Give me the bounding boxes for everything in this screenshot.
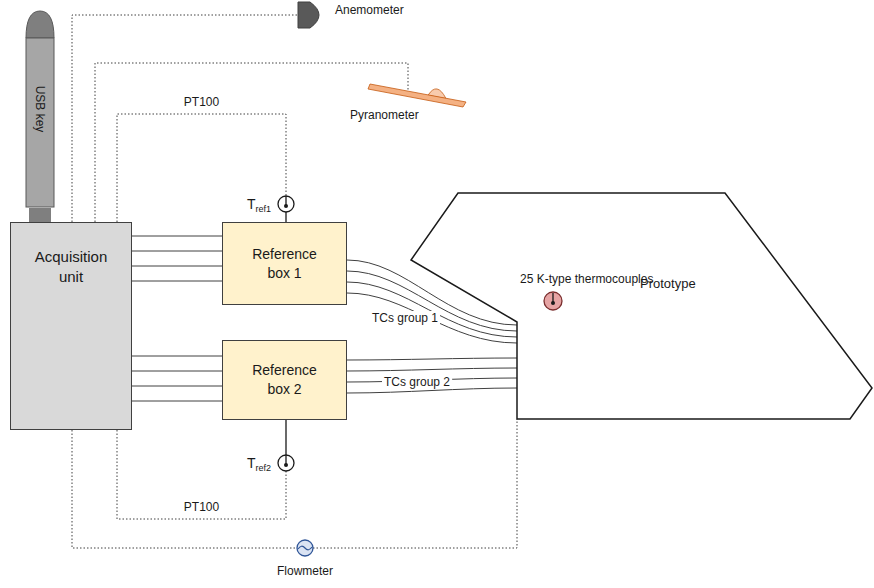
usb-key: USB key <box>25 10 55 208</box>
reference-temperature-sensor-text: T <box>247 455 256 471</box>
connector-line <box>132 386 222 387</box>
reference-box-text: Reference box 1 <box>245 245 325 283</box>
connector-line <box>347 358 517 360</box>
anemometer-text: Anemometer <box>335 3 404 17</box>
reference-box: Reference box 1 <box>222 222 347 305</box>
acquisition-unit: Acquisition unit <box>10 222 132 430</box>
connector-line <box>132 236 222 237</box>
edge-label: PT100 <box>182 500 221 514</box>
connector-line <box>117 114 286 222</box>
connector-line <box>132 281 222 282</box>
edge-label: TCs group 2 <box>382 375 452 389</box>
reference-box-text: Reference box 2 <box>245 361 325 399</box>
reference-temperature-sensor: Tref2 <box>221 453 296 473</box>
connector-line <box>132 251 222 252</box>
connector-line <box>132 371 222 372</box>
signal-cable <box>117 114 286 222</box>
wire-connector <box>40 208 41 222</box>
reference-temperature-sensor-text: T <box>247 196 256 212</box>
wire-connector <box>286 212 287 222</box>
usb-key-text: USB key <box>33 86 47 133</box>
prototype-housing-graphic <box>410 192 874 420</box>
connector-line <box>132 356 222 357</box>
edge-label: PT100 <box>182 95 221 109</box>
signal-cable <box>313 419 517 548</box>
connector-line <box>285 212 286 222</box>
connector-line <box>132 401 222 402</box>
wire-connector <box>132 356 222 401</box>
connector-line <box>29 208 51 222</box>
prototype-housing: Prototype25 K-type thermocouples <box>410 192 874 420</box>
wire-connector <box>347 358 517 393</box>
signal-cable <box>117 430 286 519</box>
connector-line <box>72 15 297 222</box>
connector-line <box>117 430 286 519</box>
reference-temperature-sensor-text: ref2 <box>255 463 271 473</box>
signal-cable <box>72 15 297 222</box>
connector-line <box>313 419 517 548</box>
anemometer-graphic <box>297 0 329 30</box>
connector-line <box>285 420 286 455</box>
signal-cable <box>95 63 408 222</box>
thermocouple-symbol: 25 K-type thermocouples <box>520 272 680 320</box>
connector-line <box>95 63 408 222</box>
edge-label: TCs group 1 <box>370 311 440 325</box>
reference-temperature-sensor-text: ref1 <box>255 204 271 214</box>
wire-connector <box>132 236 222 281</box>
reference-temperature-sensor-graphic <box>276 453 296 473</box>
connector-line <box>72 430 297 548</box>
signal-cable <box>72 430 297 548</box>
pyranometer: Pyranometer <box>350 78 468 130</box>
anemometer: Anemometer <box>297 0 427 30</box>
thermocouple-symbol-text: 25 K-type thermocouples <box>520 272 653 286</box>
reference-temperature-sensor-graphic <box>276 194 296 214</box>
pyranometer-text: Pyranometer <box>350 108 419 122</box>
thermocouple-symbol-graphic <box>543 291 563 311</box>
connector-line <box>347 368 517 371</box>
flowmeter: Flowmeter <box>270 538 340 582</box>
wire-connector <box>286 420 287 455</box>
acquisition-unit-text: Acquisition unit <box>25 247 117 287</box>
flowmeter-text: Flowmeter <box>277 564 333 578</box>
reference-box: Reference box 2 <box>222 340 347 420</box>
flowmeter-graphic <box>295 538 315 558</box>
reference-temperature-sensor: Tref1 <box>221 194 296 214</box>
connector-line <box>132 266 222 267</box>
pyranometer-graphic <box>368 78 468 108</box>
